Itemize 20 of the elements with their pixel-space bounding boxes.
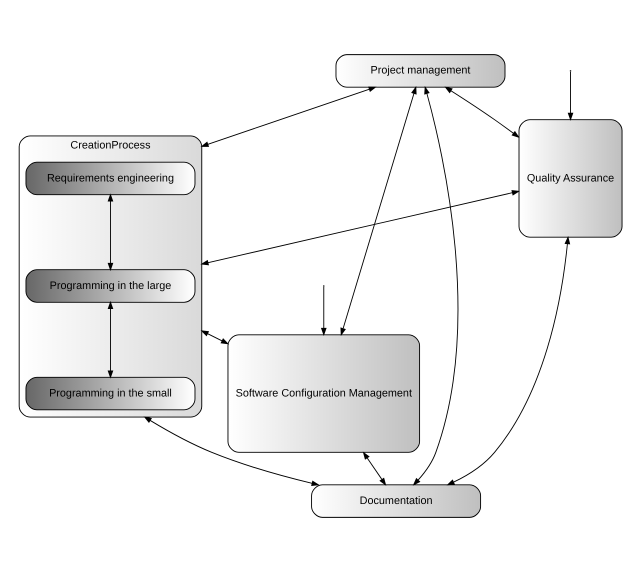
arrow: [108, 193, 114, 272]
node-box: Programming in the large: [26, 269, 196, 303]
arrow: [200, 190, 520, 266]
arrow: [362, 451, 386, 486]
arrow: [412, 86, 458, 486]
arrow: [446, 236, 570, 486]
arrow: [200, 330, 230, 344]
node-box: Requirements engineering: [26, 162, 196, 196]
arrow: [320, 286, 327, 336]
arrow: [340, 86, 417, 336]
node-box: Quality Assurance: [518, 119, 622, 238]
arrow: [568, 71, 574, 121]
node-box: Documentation: [311, 484, 482, 518]
arrow: [108, 300, 114, 379]
node-box: Software Configuration Management: [228, 334, 420, 453]
arrow: [444, 86, 520, 138]
node-box: Programming in the small: [26, 376, 196, 410]
node-box: Project management: [336, 54, 506, 88]
arrow: [200, 86, 377, 147]
arrow: [144, 416, 320, 486]
